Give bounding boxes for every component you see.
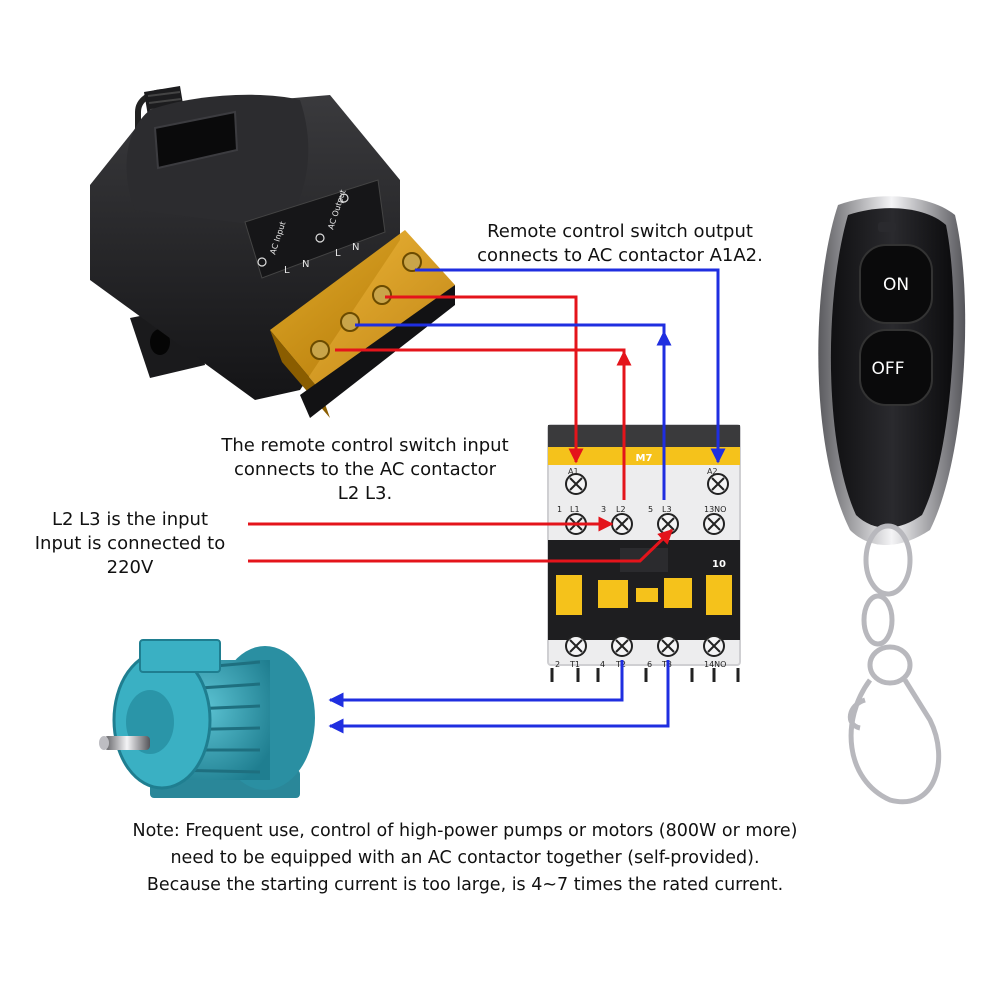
coil-screw[interactable] xyxy=(707,473,729,495)
load-screw[interactable] xyxy=(611,635,633,657)
coil-label-a2: A2 xyxy=(707,467,718,476)
wire-l3-input xyxy=(355,323,666,500)
off-button[interactable] xyxy=(859,329,933,406)
supply-caption: L2 L3 is the input Input is connected to… xyxy=(10,508,250,580)
indicator-window xyxy=(153,110,239,170)
terminal-box xyxy=(139,639,221,673)
terminal-screw[interactable] xyxy=(402,252,422,272)
bottom-term-14no: 14NO xyxy=(704,660,726,669)
load-screw[interactable] xyxy=(703,635,725,657)
input-caption-line-3: L2 L3. xyxy=(337,483,393,504)
motor-shaft xyxy=(104,736,150,750)
remote-control: ON OFF xyxy=(818,196,966,805)
top-term-3: 3 xyxy=(601,505,606,514)
aux-label: 10 xyxy=(712,559,726,570)
line-screw[interactable] xyxy=(611,513,633,535)
terminal-screws xyxy=(310,252,422,360)
line-screw[interactable] xyxy=(703,513,725,535)
output-caption: Remote control switch output connects to… xyxy=(455,220,785,268)
bottom-term-t3: T3 xyxy=(661,660,672,669)
electric-motor xyxy=(99,639,315,798)
input-caption-line-2: connects to the AC contactor xyxy=(234,459,496,480)
supply-caption-line-1: L2 L3 is the input xyxy=(51,509,209,530)
bottom-term-t1: T1 xyxy=(569,660,580,669)
ac-contactor: M7 10 A1 A2 1 L1 3 L2 5 L3 13NO 2 T1 4 T… xyxy=(547,424,741,682)
on-button[interactable] xyxy=(859,244,933,324)
contactor-screws xyxy=(565,473,729,657)
terminal-screw[interactable] xyxy=(372,285,392,305)
line-screw[interactable] xyxy=(657,513,679,535)
relay-module: AC Input AC Output L N L N xyxy=(90,86,455,418)
terminal-screw[interactable] xyxy=(310,340,330,360)
output-l-label: L xyxy=(335,248,341,259)
output-n-label: N xyxy=(352,242,359,253)
key-ring xyxy=(848,523,942,805)
load-screw[interactable] xyxy=(565,635,587,657)
wire-output-a2 xyxy=(415,268,726,464)
supply-caption-line-2: Input is connected to xyxy=(34,533,226,554)
wire-l2-input xyxy=(335,348,626,500)
bottom-term-4: 4 xyxy=(600,660,605,669)
output-caption-line-2: connects to AC contactor A1A2. xyxy=(477,245,763,266)
bottom-term-t2: T2 xyxy=(615,660,626,669)
top-term-1: 1 xyxy=(557,505,562,514)
warning-caption: Note: Frequent use, control of high-powe… xyxy=(20,818,910,899)
warning-caption-line-2: need to be equipped with an AC contactor… xyxy=(170,848,760,868)
warning-caption-line-1: Note: Frequent use, control of high-powe… xyxy=(132,821,798,841)
bottom-term-2: 2 xyxy=(555,660,560,669)
remote-led xyxy=(878,222,896,232)
supply-caption-line-3: 220V xyxy=(106,557,154,578)
contactor-model: M7 xyxy=(636,453,653,464)
top-term-l3: L3 xyxy=(662,505,672,514)
wire-output-a1 xyxy=(385,295,584,464)
input-caption-line-1: The remote control switch input xyxy=(221,435,509,456)
input-l-label: L xyxy=(284,265,290,276)
terminal-screw[interactable] xyxy=(340,312,360,332)
output-caption-line-1: Remote control switch output xyxy=(487,221,753,242)
top-term-5: 5 xyxy=(648,505,653,514)
load-screw[interactable] xyxy=(657,635,679,657)
wire-supply-l3 xyxy=(248,528,674,563)
top-term-13no: 13NO xyxy=(704,505,726,514)
warning-caption-line-3: Because the starting current is too larg… xyxy=(146,875,784,895)
coil-screw[interactable] xyxy=(565,473,587,495)
wiring xyxy=(248,268,726,734)
contactor-yellow-band xyxy=(548,447,740,465)
wire-t3-motor xyxy=(328,660,670,734)
wire-t2-motor xyxy=(328,660,624,708)
coil-label-a1: A1 xyxy=(568,467,579,476)
off-button-label: OFF xyxy=(872,359,905,379)
bottom-term-6: 6 xyxy=(647,660,652,669)
input-caption: The remote control switch input connects… xyxy=(195,434,535,506)
top-term-l1: L1 xyxy=(570,505,580,514)
top-term-l2: L2 xyxy=(616,505,626,514)
on-button-label: ON xyxy=(883,275,909,295)
input-n-label: N xyxy=(302,259,309,270)
